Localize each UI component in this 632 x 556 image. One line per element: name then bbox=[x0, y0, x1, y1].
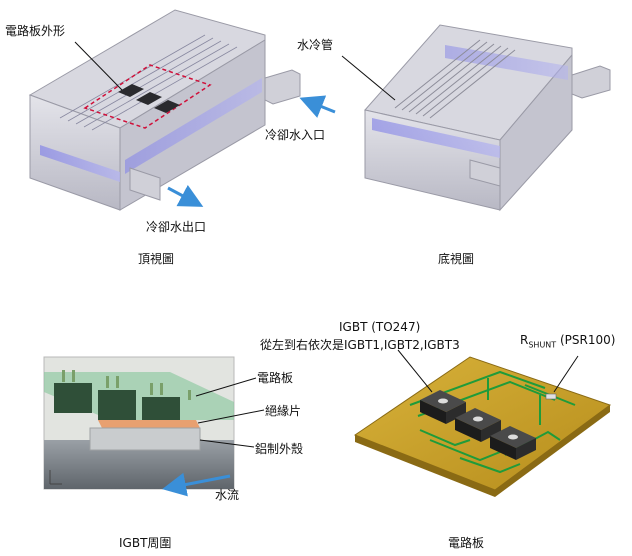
water-flow-arrow bbox=[162, 472, 231, 497]
callout-shunt: RSHUNT (PSR100) bbox=[520, 333, 615, 349]
caption-top-view: 頂視圖 bbox=[138, 252, 175, 266]
callout-water-flow: 水流 bbox=[215, 488, 240, 502]
pcb-igbt-3 bbox=[490, 426, 536, 460]
top-view-model bbox=[28, 9, 336, 211]
coolant-inlet-pipe bbox=[264, 69, 301, 105]
bottom-view-right-face bbox=[499, 53, 573, 212]
coolant-outlet-pipe bbox=[129, 167, 161, 201]
callout-shunt-sub: SHUNT bbox=[528, 340, 557, 350]
callout-aluminum-shell: 鋁制外殼 bbox=[255, 442, 304, 456]
igbt-pins bbox=[62, 370, 191, 400]
bottom-view-pipe-end-2 bbox=[469, 159, 501, 187]
callout-coolant-in: 冷卻水入口 bbox=[265, 128, 326, 142]
bottom-view-model bbox=[341, 24, 611, 212]
shunt-leader bbox=[553, 355, 579, 393]
pcb-igbt-1 bbox=[420, 390, 466, 424]
shell-leader bbox=[199, 439, 255, 448]
top-view-channel-right bbox=[125, 78, 262, 174]
bottom-view-pipe-end bbox=[571, 65, 611, 99]
callout-insulator: 絕緣片 bbox=[265, 404, 302, 418]
pcb-igbt-2 bbox=[455, 408, 501, 442]
board-leader bbox=[195, 377, 257, 397]
axis-triad bbox=[49, 470, 62, 485]
igbt-surroundings-model bbox=[43, 356, 265, 497]
callout-water-pipe: 水冷管 bbox=[297, 38, 334, 52]
igbt-leader bbox=[397, 349, 433, 393]
pcb-model bbox=[353, 349, 612, 497]
callout-shunt-r: R bbox=[520, 333, 529, 347]
caption-pcb: 電路板 bbox=[448, 536, 485, 550]
top-view-igbt-chips bbox=[118, 84, 180, 113]
water-pipes bbox=[394, 39, 516, 119]
insulator-leader bbox=[197, 409, 265, 424]
caption-igbt-surroundings: IGBT周圍 bbox=[119, 536, 172, 550]
bottom-view-channel-top bbox=[445, 45, 568, 80]
callout-igbt-title: IGBT (TO247) bbox=[339, 320, 421, 334]
coolant-in-arrow bbox=[299, 95, 336, 118]
water-pipe-leader bbox=[341, 55, 396, 101]
callout-coolant-out: 冷卻水出口 bbox=[146, 220, 207, 234]
igbt-dark-blocks bbox=[54, 383, 180, 423]
callout-board-outline: 電路板外形 bbox=[5, 24, 66, 38]
board-outline-dashed bbox=[83, 64, 212, 129]
shunt-resistor bbox=[545, 393, 557, 400]
caption-bottom-view: 底視圖 bbox=[438, 252, 475, 266]
callout-board: 電路板 bbox=[257, 371, 294, 385]
top-view-fins bbox=[59, 34, 238, 131]
insulator-strip bbox=[98, 420, 200, 428]
bottom-view-channel bbox=[372, 118, 500, 158]
aluminum-shell bbox=[89, 427, 201, 451]
coolant-out-arrow bbox=[167, 184, 204, 207]
callout-igbt-order: 從左到右依次是IGBT1,IGBT2,IGBT3 bbox=[260, 338, 460, 352]
top-view-channel-front bbox=[40, 145, 120, 182]
callout-shunt-part: (PSR100) bbox=[556, 333, 616, 347]
board-outline-leader bbox=[74, 41, 123, 91]
